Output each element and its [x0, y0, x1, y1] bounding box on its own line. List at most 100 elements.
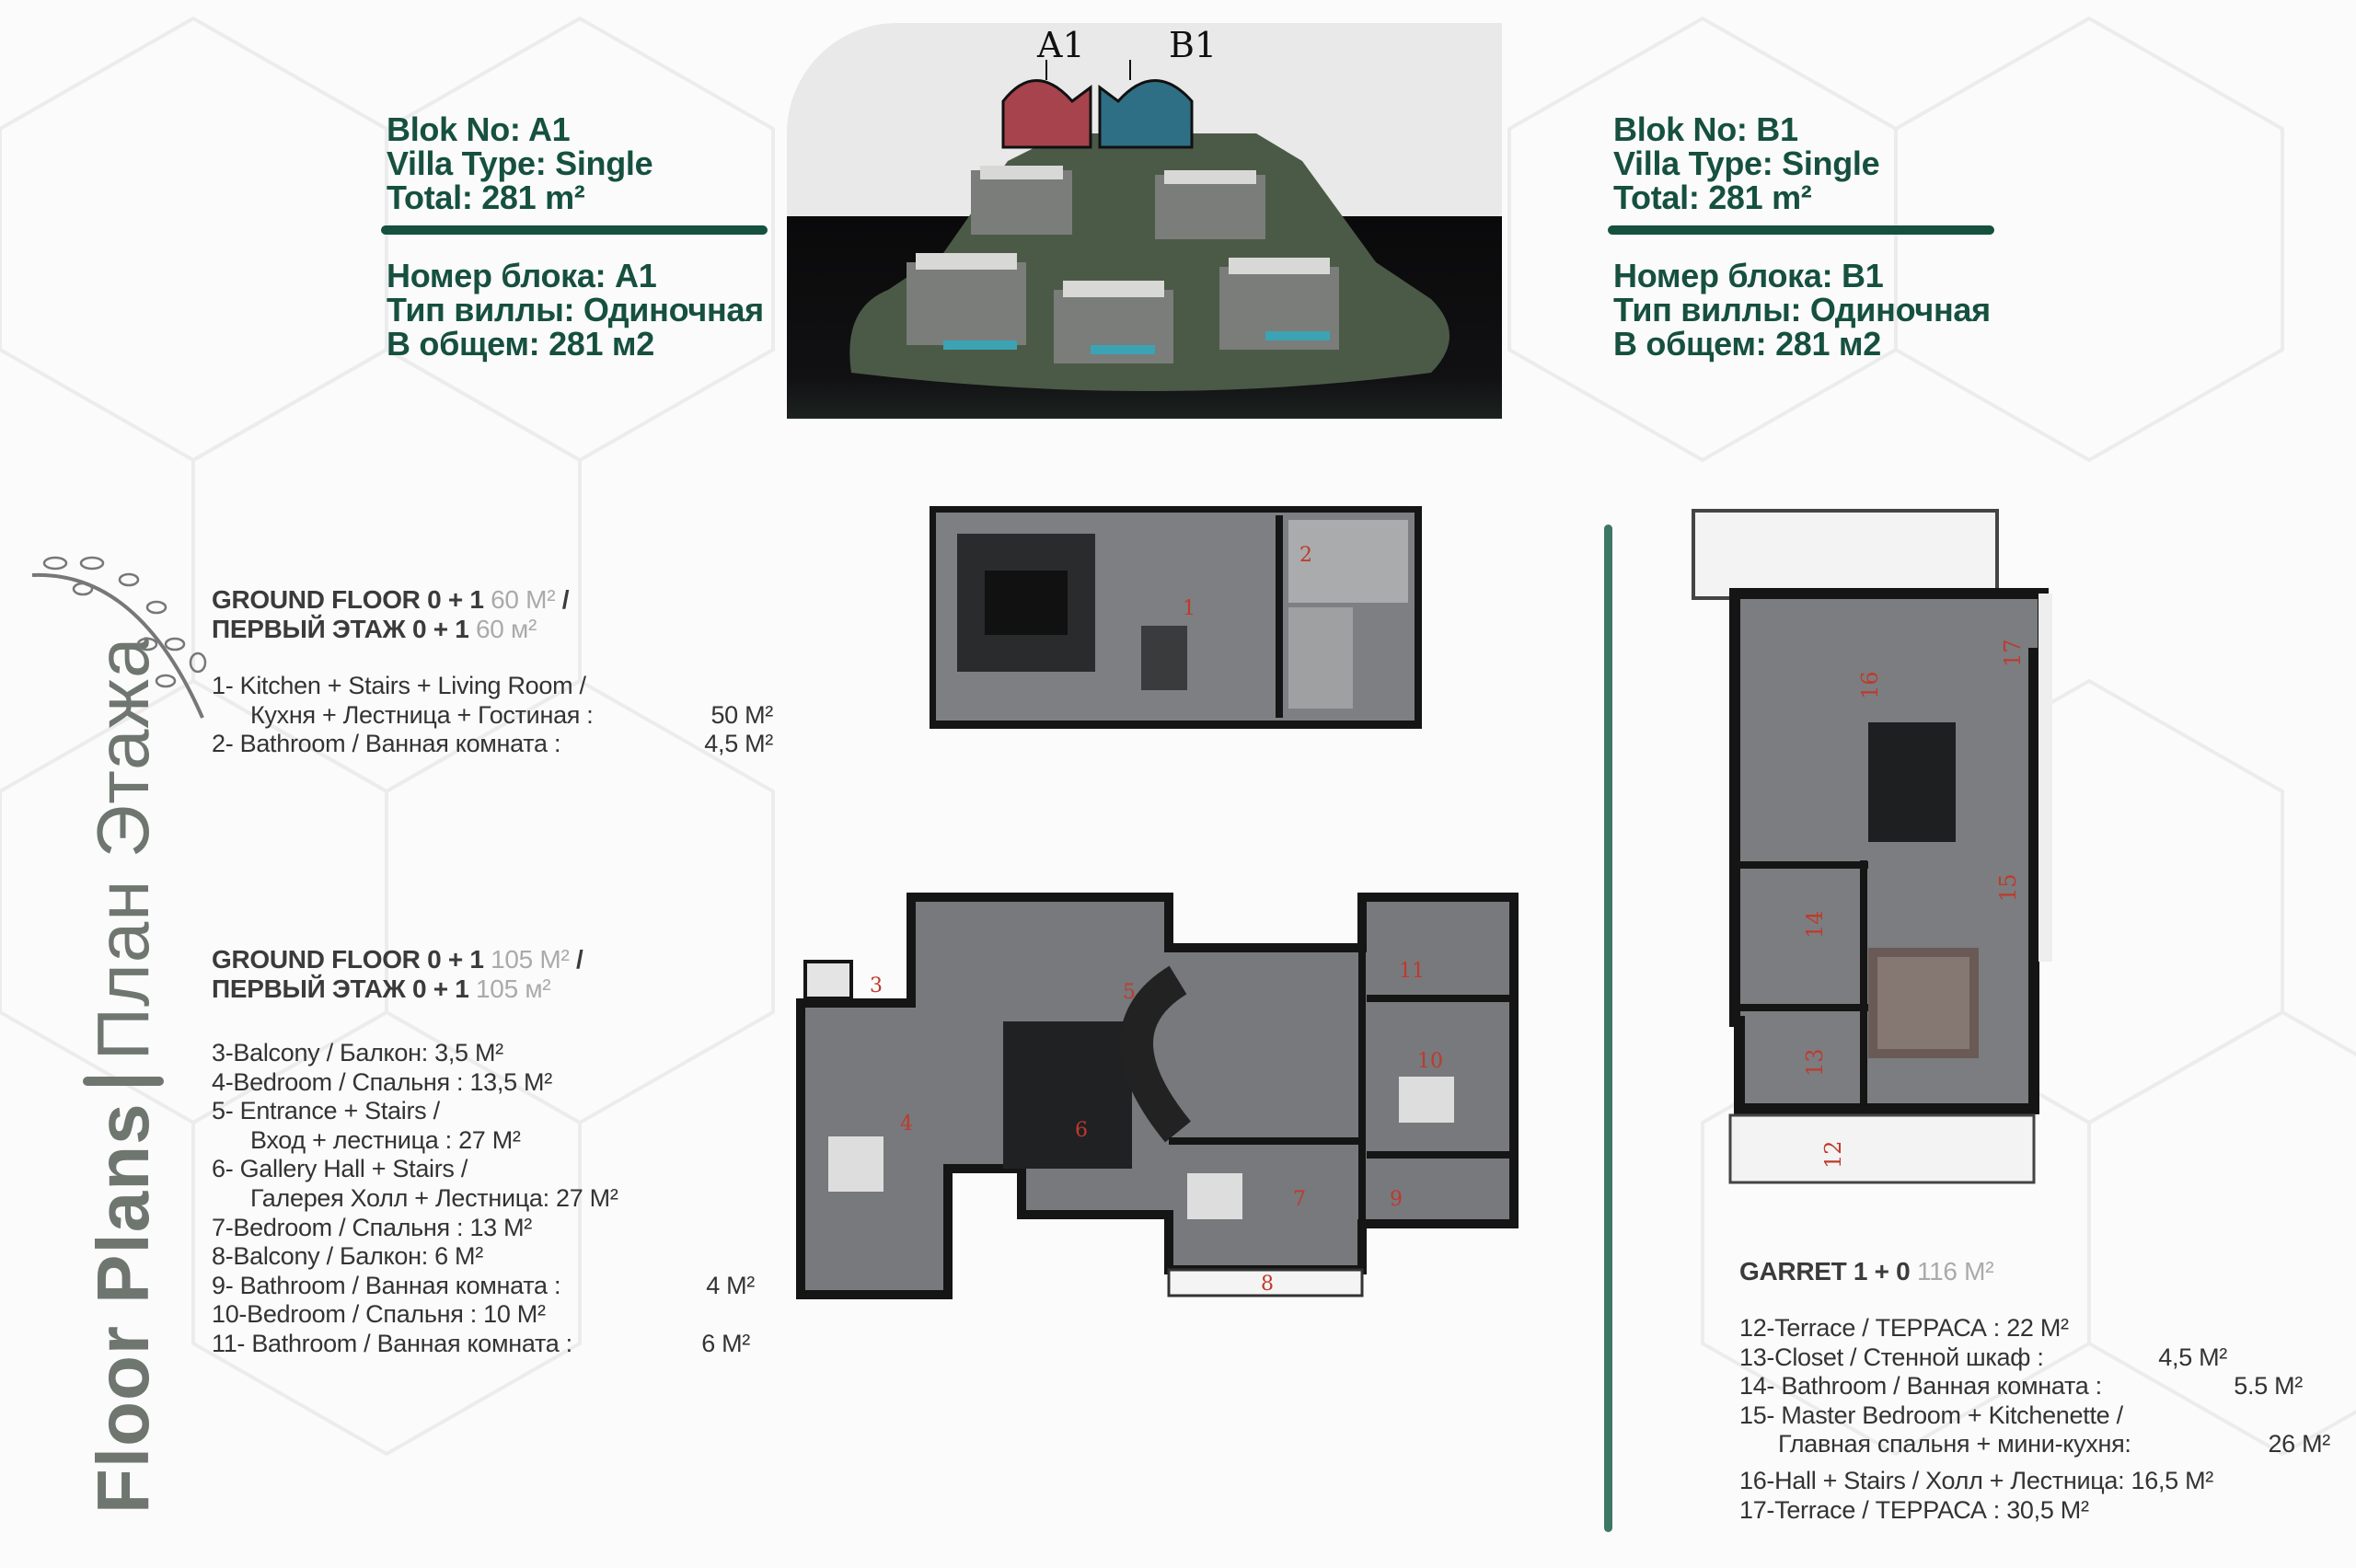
room-number: 6 — [1075, 1119, 1088, 1142]
room-item: 13-Closet / Стенной шкаф : 4,5 M² — [1739, 1343, 2227, 1373]
room-item: 4-Bedroom / Спальня : 13,5 M² — [212, 1067, 552, 1096]
room-item: 9- Bathroom / Ванная комната : 4 M² — [212, 1272, 755, 1301]
room-item: Главная спальня + мини-кухня: 26 M² — [1739, 1430, 2330, 1459]
title-separator — [83, 1077, 164, 1087]
room-name: 11- Bathroom / Ванная комната : — [212, 1329, 572, 1357]
room-number: 2 — [1299, 544, 1312, 567]
divider — [1608, 225, 1994, 235]
title-en: Floor Plans — [82, 1102, 164, 1514]
room-area: 5.5 M² — [2234, 1372, 2303, 1401]
room-number: 12 — [1820, 1140, 1846, 1169]
room-name: 13-Closet / Стенной шкаф : — [1739, 1343, 2044, 1371]
room-item: 12-Terrace / ТЕРРАСА : 22 M² — [1739, 1314, 2069, 1342]
section-heading: GROUND FLOOR 0 + 1 105 M² / — [212, 945, 764, 974]
room-item: 8-Balcony / Балкон: 6 M² — [212, 1242, 483, 1271]
room-number: 5 — [1123, 981, 1136, 1004]
room-name: 2- Bathroom / Ванная комната : — [212, 730, 561, 758]
room-item: 16-Hall + Stairs / Холл + Лестница: 16,5… — [1739, 1466, 2213, 1494]
ground-floor-2-plan: 3 4 5 6 7 8 9 10 11 — [796, 893, 1519, 1299]
room-area: 4,5 M² — [704, 730, 773, 758]
room-number: 7 — [1293, 1188, 1306, 1211]
room-item: 2- Bathroom / Ванная комната : 4,5 M² — [212, 730, 773, 759]
heading-area-ru: 60 м² — [476, 615, 537, 643]
block-b1-villa-type-ru: Тип виллы: Одиночная — [1613, 291, 1991, 329]
room-number: 10 — [1417, 1050, 1443, 1073]
heading-area: 60 M² — [491, 585, 556, 614]
room-name: 9- Bathroom / Ванная комната : — [212, 1271, 561, 1299]
room-number: 17 — [2000, 639, 2026, 667]
section-heading-ru: ПЕРВЫЙ ЭТАЖ 0 + 1 105 м² — [212, 974, 764, 1004]
divider — [381, 225, 768, 235]
room-item: Вход + лестница : 27 M² — [250, 1125, 521, 1154]
block-b1-total: Total: 281 m² — [1613, 179, 1812, 216]
room-number: 15 — [1995, 873, 2021, 902]
room-area: 6 M² — [701, 1329, 750, 1357]
room-area: 26 M² — [2268, 1430, 2330, 1458]
block-a1-total-ru: В общем: 281 м2 — [387, 325, 654, 363]
photo-label-b1: B1 — [1169, 25, 1218, 65]
room-item: 1- Kitchen + Stairs + Living Room / — [212, 672, 586, 699]
garret-legend: GARRET 1 + 0 116 M² 12-Terrace / ТЕРРАСА… — [1739, 1257, 2338, 1525]
room-item: 17-Terrace / ТЕРРАСА : 30,5 M² — [1739, 1495, 2089, 1524]
room-item: 11- Bathroom / Ванная комната : 6 M² — [212, 1330, 750, 1359]
heading-ru: ПЕРВЫЙ ЭТАЖ 0 + 1 — [212, 615, 469, 643]
room-item: Кухня + Лестница + Гостиная : 50 M² — [212, 701, 773, 731]
section-heading: GARRET 1 + 0 116 M² — [1739, 1257, 2338, 1286]
model-illustration — [849, 60, 1449, 391]
heading-sep: / — [569, 945, 583, 974]
room-item: 10-Bedroom / Спальня : 10 M² — [212, 1300, 546, 1329]
room-item: 15- Master Bedroom + Kitchenette / — [1739, 1401, 2123, 1429]
heading-en: GROUND FLOOR 0 + 1 — [212, 945, 484, 974]
block-a1-info: Blok No: A1 Villa Type: Single Total: 28… — [381, 110, 768, 363]
room-item: Галерея Холл + Лестница: 27 M² — [250, 1183, 618, 1212]
vertical-divider — [1604, 525, 1612, 1532]
room-item: 7-Bedroom / Спальня : 13 M² — [212, 1213, 532, 1241]
room-item: 3-Balcony / Балкон: 3,5 M² — [212, 1039, 503, 1066]
ground-floor-1-legend: GROUND FLOOR 0 + 1 60 M² / ПЕРВЫЙ ЭТАЖ 0… — [212, 585, 773, 759]
room-number: 16 — [1857, 671, 1883, 699]
room-number: 9 — [1390, 1188, 1403, 1211]
room-name: Главная спальня + мини-кухня: — [1778, 1430, 2131, 1458]
room-number: 8 — [1261, 1273, 1274, 1296]
leaf-vine-icon — [31, 556, 207, 719]
block-b1-number-ru: Номер блока: B1 — [1613, 257, 1884, 294]
heading-en: GROUND FLOOR 0 + 1 — [212, 585, 484, 614]
room-name: 14- Bathroom / Ванная комната : — [1739, 1372, 2102, 1401]
room-number: 13 — [1802, 1048, 1828, 1077]
room-number: 3 — [870, 974, 883, 997]
block-a1-number: Blok No: A1 — [387, 110, 571, 148]
floor-plans-vertical-title: Floor Plans План Этажа — [81, 637, 166, 1514]
block-a1-number-ru: Номер блока: A1 — [387, 257, 657, 294]
room-area: 50 M² — [710, 700, 773, 729]
block-a1-villa-type: Villa Type: Single — [387, 144, 653, 182]
heading-area: 105 M² — [491, 945, 570, 974]
room-area: 4 M² — [706, 1271, 755, 1299]
room-number: 4 — [900, 1113, 913, 1136]
heading-area: 116 M² — [1916, 1257, 1994, 1286]
ground-floor-1-plan: 1 2 — [930, 506, 1422, 729]
block-b1-villa-type: Villa Type: Single — [1613, 144, 1880, 182]
block-a1-total: Total: 281 m² — [387, 179, 585, 216]
heading-area-ru: 105 м² — [476, 974, 551, 1003]
block-b1-total-ru: В общем: 281 м2 — [1613, 325, 1881, 363]
room-item: 6- Gallery Hall + Stairs / — [212, 1155, 468, 1183]
heading-sep: / — [555, 585, 570, 614]
room-number: 14 — [1802, 910, 1828, 939]
heading-en: GARRET 1 + 0 — [1739, 1257, 1911, 1286]
block-b1-number: Blok No: B1 — [1613, 110, 1798, 148]
garret-plan: 12 13 14 15 16 17 — [1692, 509, 2052, 1184]
photo-label-a1: A1 — [1037, 25, 1085, 65]
block-a1-villa-type-ru: Тип виллы: Одиночная — [387, 291, 764, 329]
room-item: 14- Bathroom / Ванная комната : 5.5 M² — [1739, 1372, 2303, 1401]
heading-ru: ПЕРВЫЙ ЭТАЖ 0 + 1 — [212, 974, 469, 1003]
ground-floor-2-legend: GROUND FLOOR 0 + 1 105 M² / ПЕРВЫЙ ЭТАЖ … — [212, 945, 764, 1359]
room-name-ru: Кухня + Лестница + Гостиная : — [250, 700, 594, 729]
room-item: 5- Entrance + Stairs / — [212, 1097, 440, 1125]
section-heading: GROUND FLOOR 0 + 1 60 M² / — [212, 585, 773, 615]
section-heading-ru: ПЕРВЫЙ ЭТАЖ 0 + 1 60 м² — [212, 615, 773, 644]
room-number: 11 — [1399, 960, 1425, 983]
block-b1-info: Blok No: B1 Villa Type: Single Total: 28… — [1608, 110, 1994, 363]
villa-complex-model-photo: A1 B1 — [787, 23, 1502, 419]
room-number: 1 — [1183, 597, 1195, 620]
room-area: 4,5 M² — [2158, 1343, 2227, 1371]
